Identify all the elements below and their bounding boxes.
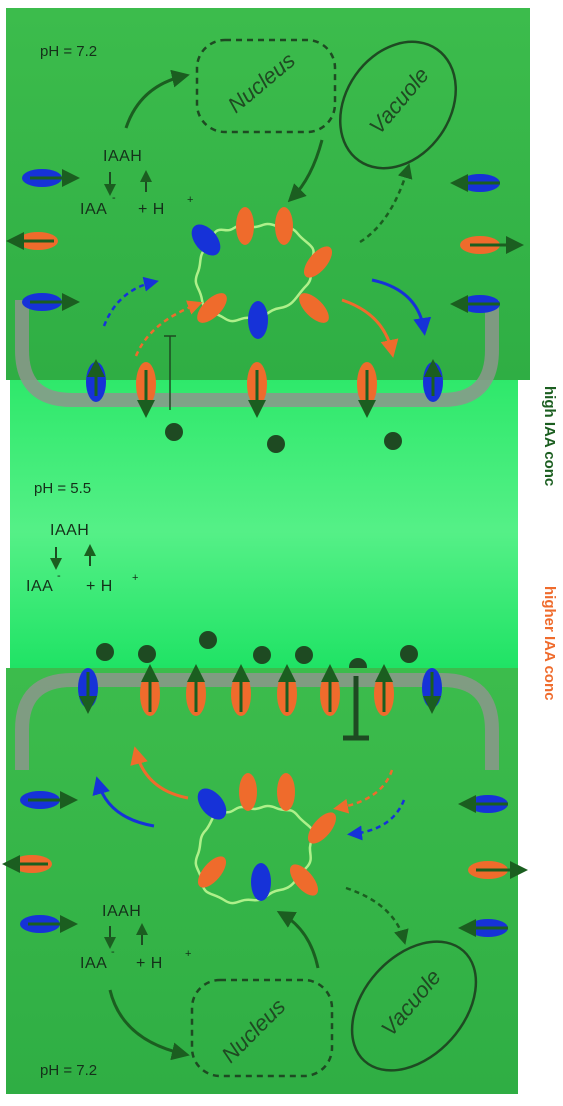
apoplast-anion-charge: - — [57, 570, 61, 582]
bottom-vesicle-carrier — [197, 856, 227, 888]
auxin-dot — [199, 631, 217, 649]
top-anion-label: IAA — [80, 201, 108, 218]
apoplast-proton-charge: + — [132, 572, 139, 584]
bottom-vesicle-carrier — [277, 773, 295, 811]
bottom-acid-label: IAAH — [102, 903, 142, 920]
top-vesicle-carrier — [236, 207, 254, 245]
higher-iaa-conc-label: higher IAA conc — [541, 586, 558, 701]
bottom-cell — [2, 664, 528, 1094]
apoplast-ph-label: pH = 5.5 — [34, 480, 92, 497]
top-vesicle-carrier-blue — [248, 301, 268, 339]
apoplast-anion-label: IAA — [26, 578, 54, 595]
bottom-anion-charge: - — [111, 946, 115, 958]
auxin-dot — [253, 646, 271, 664]
top-vesicle-carrier — [303, 246, 333, 278]
top-nucleus-outline — [195, 38, 337, 134]
bottom-anion-label: IAA — [80, 955, 108, 972]
bottom-proton-label: + H — [136, 955, 163, 972]
auxin-dot — [96, 643, 114, 661]
auxin-dot — [295, 646, 313, 664]
top-vesicle-carrier-blue — [191, 224, 221, 256]
high-iaa-conc-label: high IAA conc — [541, 386, 558, 487]
label-strip — [518, 380, 563, 580]
top-cell — [6, 8, 530, 418]
bottom-vacuole-outline — [350, 940, 478, 1072]
top-anion-charge: - — [112, 192, 116, 204]
auxin-dot — [165, 423, 183, 441]
auxin-dot — [384, 432, 402, 450]
bottom-proton-charge: + — [185, 948, 192, 960]
top-acid-label: IAAH — [103, 148, 143, 165]
top-proton-label: + H — [138, 201, 165, 218]
bottom-vesicle-carrier — [289, 864, 319, 896]
auxin-dot — [400, 645, 418, 663]
top-vesicle-carrier — [299, 293, 329, 323]
bottom-cell-membrane — [15, 673, 499, 770]
top-vesicle-carrier — [275, 207, 293, 245]
apoplast-proton-label: + H — [86, 578, 113, 595]
bottom-vesicle-carrier-blue — [197, 788, 227, 820]
top-ph-label: pH = 7.2 — [40, 43, 98, 60]
top-vesicle-carrier — [197, 293, 227, 323]
bottom-vesicle-carrier — [239, 773, 257, 811]
auxin-dot — [138, 645, 156, 663]
top-proton-charge: + — [187, 194, 194, 206]
bottom-vesicle-carrier — [307, 812, 337, 844]
top-vacuole-outline — [338, 40, 458, 170]
apoplast-acid-label: IAAH — [50, 522, 90, 539]
bottom-vesicle-carrier-blue — [251, 863, 271, 901]
label-strip — [518, 580, 563, 730]
auxin-dot — [267, 435, 285, 453]
bottom-nucleus-outline — [190, 978, 334, 1078]
top-cell-body — [6, 8, 530, 380]
bottom-ph-label: pH = 7.2 — [40, 1062, 98, 1079]
